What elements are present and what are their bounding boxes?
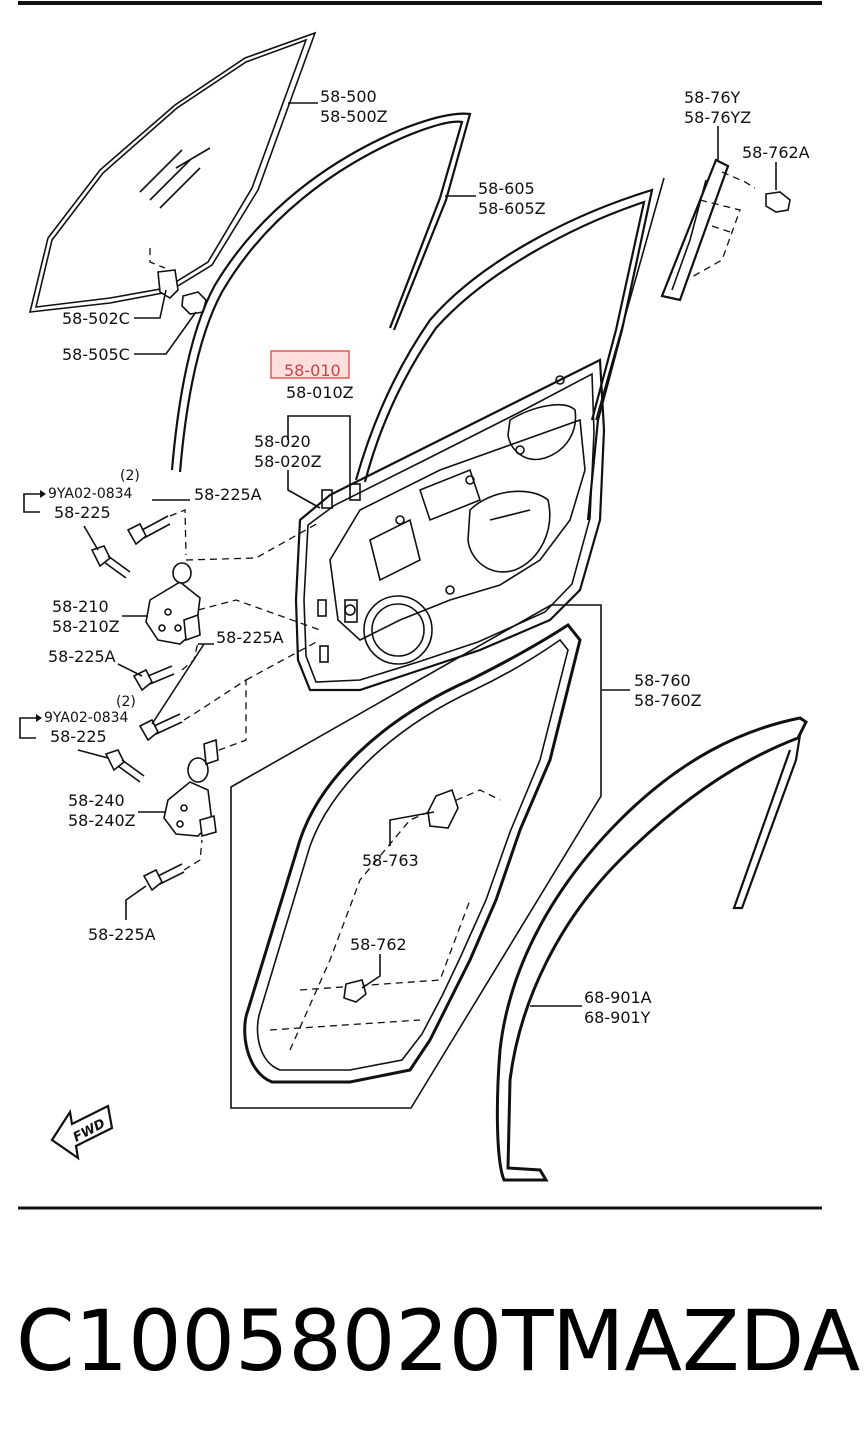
caption-part-number: C10058020T [16,1292,554,1390]
label-weatherstrip-1: 58-760 [634,671,691,690]
weatherstrip-clip-763[interactable] [427,788,459,829]
lower-bolt-a[interactable] [138,713,183,742]
caption-brand: MAZDA [552,1292,860,1390]
weatherstrip-clip-762[interactable] [343,979,367,1003]
label-bolt-505: 58-505C [62,345,130,364]
hinge-dash-5 [183,839,203,871]
label-door-panel-z: 58-010Z [286,383,354,402]
label-trim-2: 68-901Y [584,1008,651,1027]
upper-bolt-a2[interactable] [132,665,175,692]
label-upper-bolt-a: 58-225A [194,485,262,504]
label-garnish-2: 58-76YZ [684,108,751,127]
label-upper-hinge-1: 58-210 [52,597,109,616]
door-weatherstrip[interactable] [243,623,582,1084]
opening-trim[interactable] [495,716,808,1182]
label-shell-1: 58-020 [254,432,311,451]
label-garnish-1: 58-76Y [684,88,740,107]
glass-run-channel[interactable] [170,112,472,473]
highlight-box [270,350,350,379]
glass-bracket[interactable] [149,248,179,300]
label-glass-1: 58-500 [320,87,377,106]
lower-hinge[interactable] [163,738,219,838]
label-door-panel-highlight[interactable]: 58-010 [284,361,341,380]
label-glass-2: 58-500Z [320,107,388,126]
lower-bolt[interactable] [104,749,145,783]
label-channel-1: 58-605 [478,179,535,198]
fwd-arrow: FWD [50,1104,114,1161]
garnish-clip[interactable] [765,191,791,213]
door-shell[interactable] [294,177,665,692]
label-clip-762: 58-762 [350,935,407,954]
hinge-dash-6 [245,639,321,681]
label-upper-hinge-2: 58-210Z [52,617,120,636]
sash-garnish[interactable] [660,158,756,302]
label-lower-hinge-1: 58-240 [68,791,125,810]
label-shell-2: 58-020Z [254,452,322,471]
door-glass[interactable] [28,31,317,313]
label-channel-2: 58-605Z [478,199,546,218]
label-clip-763: 58-763 [362,851,419,870]
label-count-upper: (2) [120,468,140,484]
bottom-bolt-a[interactable] [142,863,185,892]
label-weatherstrip-2: 58-760Z [634,691,702,710]
label-lower-hinge-2: 58-240Z [68,811,136,830]
label-upper-bolt: 58-225 [54,503,111,522]
hinge-dash-2 [197,599,321,631]
weatherstrip-box [230,604,602,1109]
upper-bolt[interactable] [90,545,131,579]
label-mid-bolt-a1: 58-225A [216,628,284,647]
label-lower-bolt: 58-225 [50,727,107,746]
label-bracket: 58-502C [62,309,130,328]
upper-bolt-a[interactable] [126,515,171,546]
upper-hinge[interactable] [145,562,201,645]
hinge-dash-1 [169,509,321,561]
label-9ya-lower: 9YA02-0834 [44,710,129,726]
label-mid-bolt-a2: 58-225A [48,647,116,666]
label-9ya-upper: 9YA02-0834 [48,486,133,502]
labels: 58-500 58-500Z 58-605 58-605Z 58-76Y 58-… [19,87,810,1027]
label-clip-762a: 58-762A [742,143,810,162]
label-trim-1: 68-901A [584,988,652,1007]
label-count-lower: (2) [116,694,136,710]
label-bottom-bolt-a: 58-225A [88,925,156,944]
